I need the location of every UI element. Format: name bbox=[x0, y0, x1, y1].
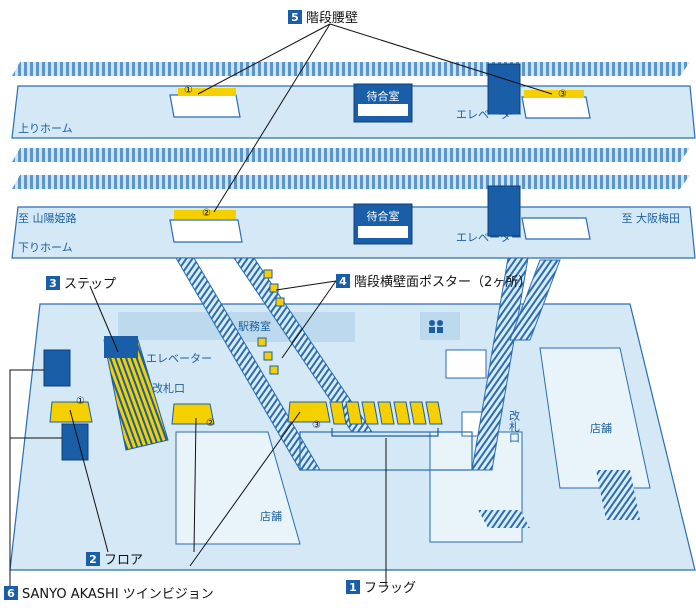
exit-stairs-bottom bbox=[478, 510, 530, 528]
marker-lower-2: ② bbox=[202, 208, 211, 219]
waiting-room-lower-window bbox=[358, 226, 408, 238]
lower-platform-label: 下りホーム bbox=[18, 241, 73, 254]
stairways bbox=[175, 257, 561, 471]
twin-vision-screen-1 bbox=[43, 349, 71, 387]
elevator-shaft-lower bbox=[487, 185, 521, 237]
shop-left-label: 店舗 bbox=[260, 509, 282, 523]
lower-waiting-room-label: 待合室 bbox=[367, 209, 400, 223]
floor-sticker-2 bbox=[171, 403, 215, 425]
track-1 bbox=[12, 62, 690, 76]
svg-text:6: 6 bbox=[7, 587, 15, 600]
concourse-elevator-label: エレベーター bbox=[146, 352, 212, 365]
step-top-block bbox=[104, 336, 138, 358]
shop-left-block bbox=[175, 431, 301, 545]
callout-6: 6 SANYO AKASHI ツインビジョン bbox=[4, 586, 214, 602]
svg-text:フラッグ: フラッグ bbox=[364, 581, 416, 596]
elevator-shaft-upper bbox=[487, 63, 521, 115]
upper-elevator-label: エレベーター bbox=[456, 108, 522, 121]
stairway-right bbox=[471, 257, 529, 471]
svg-text:5: 5 bbox=[291, 11, 299, 24]
exit-stairs-right bbox=[596, 470, 640, 520]
stair-opening-upper-1 bbox=[169, 94, 241, 118]
upper-waiting-room-label: 待合室 bbox=[367, 89, 400, 103]
stair-wall-upper-1 bbox=[178, 88, 236, 96]
marker-floor-1: ① bbox=[76, 396, 85, 407]
track-3 bbox=[12, 175, 690, 189]
svg-text:ステップ: ステップ bbox=[64, 277, 116, 292]
stair-opening-lower-2 bbox=[169, 219, 243, 243]
shop-right-label: 店舗 bbox=[590, 421, 612, 435]
marker-floor-2: ② bbox=[206, 418, 215, 429]
stair-wall-lower-2 bbox=[174, 210, 236, 219]
upper-platform bbox=[11, 63, 696, 139]
lower-platform bbox=[11, 185, 696, 259]
marker-upper-3: ③ bbox=[558, 89, 567, 100]
station-office-label: 駅務室 bbox=[238, 319, 271, 333]
lower-elevator-label: エレベーター bbox=[456, 231, 522, 244]
flags-row bbox=[329, 401, 443, 437]
waiting-room-upper-window bbox=[358, 104, 408, 116]
marker-upper-1: ① bbox=[184, 85, 193, 96]
svg-text:3: 3 bbox=[49, 277, 57, 290]
restroom-icon bbox=[429, 320, 443, 333]
stairway-right-2 bbox=[509, 259, 561, 341]
track-2 bbox=[12, 148, 690, 162]
stair-wall-upper-3 bbox=[524, 90, 584, 98]
shop-right-block bbox=[539, 347, 651, 489]
direction-west: 至 山陽姫路 bbox=[18, 211, 77, 225]
svg-text:SANYO AKASHI ツインビジョン: SANYO AKASHI ツインビジョン bbox=[22, 587, 214, 602]
svg-text:2: 2 bbox=[89, 553, 97, 566]
callout-2: 2 フロア bbox=[86, 552, 143, 568]
ticket-gate-left-label: 改札口 bbox=[152, 381, 185, 395]
marker-floor-3: ③ bbox=[312, 420, 321, 431]
direction-east: 至 大阪梅田 bbox=[622, 211, 681, 225]
callout-5: 5 階段腰壁 bbox=[288, 10, 358, 26]
callout-4: 4 階段横壁面ポスター（2ヶ所） bbox=[336, 274, 531, 290]
stair-opening-upper-3 bbox=[521, 96, 591, 119]
ticket-gate-right-label: 改札口 bbox=[508, 409, 521, 443]
svg-text:4: 4 bbox=[339, 275, 347, 288]
svg-text:1: 1 bbox=[349, 581, 357, 594]
wall-posters bbox=[257, 269, 285, 375]
stair-opening-lower-4 bbox=[521, 217, 591, 240]
floor-sticker-3 bbox=[287, 401, 331, 423]
upper-platform-label: 上りホーム bbox=[18, 122, 73, 135]
svg-text:フロア: フロア bbox=[104, 553, 143, 568]
gate-booth bbox=[445, 349, 487, 379]
svg-text:階段横壁面ポスター（2ヶ所）: 階段横壁面ポスター（2ヶ所） bbox=[354, 275, 531, 290]
callout-3: 3 ステップ bbox=[46, 276, 116, 292]
leader-lines bbox=[9, 23, 553, 586]
svg-text:階段腰壁: 階段腰壁 bbox=[306, 11, 358, 26]
callout-1: 1 フラッグ bbox=[346, 580, 416, 596]
